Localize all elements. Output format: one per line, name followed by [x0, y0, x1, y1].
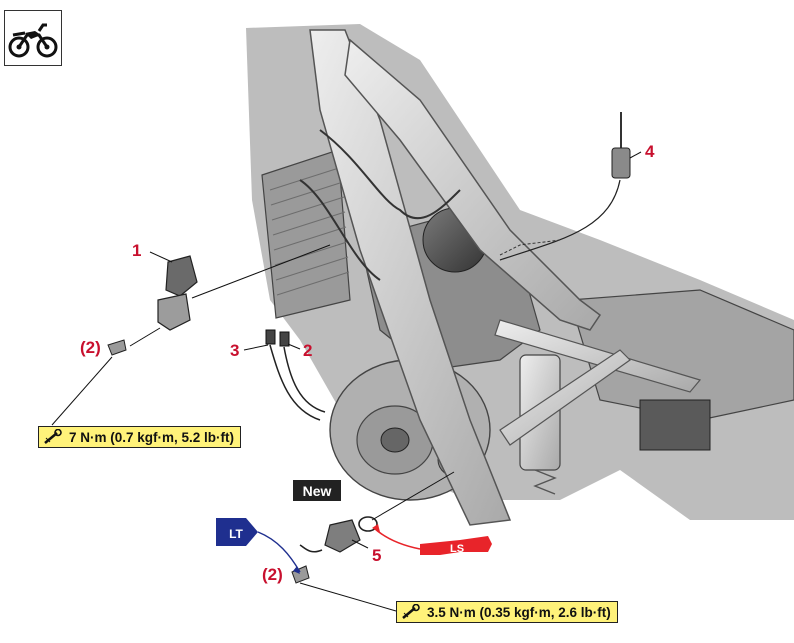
callout-5: 5 — [372, 546, 382, 565]
o-ring — [358, 516, 378, 532]
torque-lower-text: 3.5 N·m (0.35 kgf·m, 2.6 lb·ft) — [427, 604, 611, 620]
harness-wire — [319, 129, 461, 220]
callout-4: 4 — [645, 142, 655, 161]
lower-frame — [499, 349, 631, 446]
quantity-upper-bolts: (2) — [80, 338, 101, 357]
motorcycle-icon-box — [4, 10, 62, 66]
bolt-lower — [291, 565, 310, 584]
subframe — [494, 319, 702, 393]
radiator — [261, 149, 351, 319]
torque-wrench-icon — [402, 604, 420, 619]
lt-locking-agent-symbol — [216, 518, 301, 574]
frame-rail — [344, 38, 602, 331]
callout-1: 1 — [132, 241, 142, 260]
torque-upper-text: 7 N·m (0.7 kgf·m, 5.2 lb·ft) — [69, 429, 235, 445]
rear-box — [639, 399, 711, 451]
ls-lithium-grease-symbol — [372, 524, 492, 555]
part-1-sensor — [157, 255, 198, 331]
harness-wire-2 — [299, 179, 381, 281]
quantity-lower-bolts: (2) — [262, 565, 283, 584]
part-2-3-couplers — [265, 329, 326, 421]
callout-2: 2 — [303, 341, 313, 360]
bolt-upper — [107, 339, 127, 356]
part-5-sensor — [299, 519, 361, 553]
torque-spec-lower: 3.5 N·m (0.35 kgf·m, 2.6 lb·ft) — [396, 601, 618, 623]
part-4-sensor — [499, 112, 631, 261]
leader-lines — [51, 151, 642, 612]
lt-label: LT — [229, 527, 243, 541]
ls-label: LS — [449, 543, 465, 555]
torque-wrench-icon — [44, 429, 62, 444]
callout-3: 3 — [230, 341, 240, 360]
swingarm — [569, 289, 794, 421]
motorcycle-icon — [8, 23, 58, 58]
torque-spec-upper: 7 N·m (0.7 kgf·m, 5.2 lb·ft) — [38, 426, 242, 448]
new-part-badge: New — [293, 480, 341, 501]
